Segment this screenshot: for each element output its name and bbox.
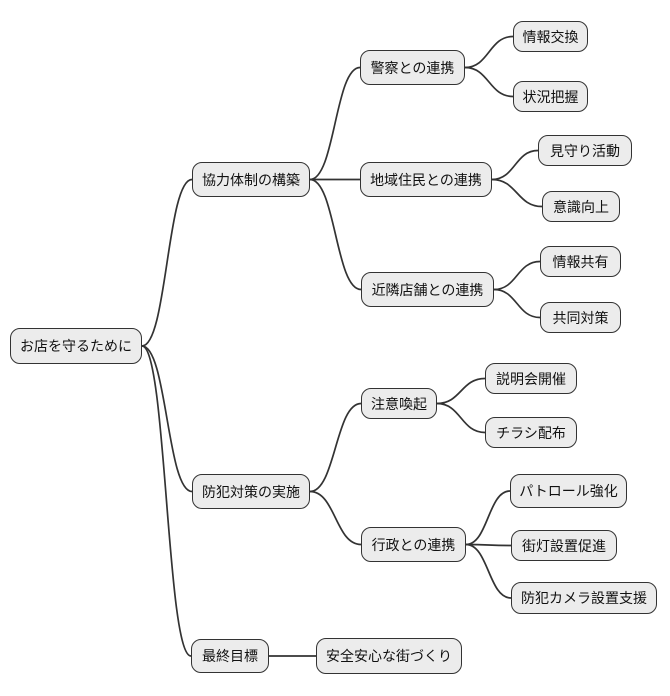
- edge-alert-to-flyer: [436, 402, 486, 434]
- edge-government-to-streetlight: [465, 543, 512, 547]
- edge-crime-prevention-to-government: [309, 490, 362, 546]
- edge-residents-to-watch-activity: [491, 149, 539, 181]
- node-watch-activity: 見守り活動: [538, 135, 632, 166]
- node-patrol-strengthening: パトロール強化: [510, 474, 627, 508]
- node-final-goal: 最終目標: [191, 639, 269, 673]
- node-info-sharing: 情報共有: [540, 246, 621, 277]
- node-neighbor-stores-cooperation: 近隣店舗との連携: [361, 272, 494, 307]
- node-government-cooperation: 行政との連携: [361, 527, 466, 562]
- edge-government-to-camera-support: [465, 543, 512, 599]
- node-police-cooperation: 警察との連携: [360, 50, 465, 85]
- node-residents-cooperation: 地域住民との連携: [360, 162, 492, 197]
- edge-government-to-patrol: [465, 490, 511, 546]
- node-flyer-distribution: チラシ配布: [485, 417, 577, 448]
- node-briefing-session: 説明会開催: [485, 363, 577, 394]
- node-safe-town-building: 安全安心な街づくり: [316, 638, 462, 674]
- edge-root-to-crime-prevention: [141, 345, 193, 493]
- edge-root-to-cooperation-structure: [141, 178, 193, 347]
- node-crime-prevention: 防犯対策の実施: [192, 474, 310, 509]
- edge-root-to-final-goal: [141, 345, 192, 657]
- node-situation-grasp: 状況把握: [513, 81, 588, 112]
- node-streetlight-promotion: 街灯設置促進: [511, 530, 617, 561]
- edge-cooperation-to-police: [309, 66, 361, 181]
- edge-crime-prevention-to-alert: [309, 402, 362, 493]
- edge-alert-to-briefing: [436, 377, 486, 405]
- node-info-exchange: 情報交換: [513, 21, 588, 52]
- node-cooperation-structure: 協力体制の構築: [192, 162, 310, 197]
- node-camera-installation-support: 防犯カメラ設置支援: [511, 582, 657, 614]
- node-root-goal: お店を守るために: [10, 328, 142, 364]
- edge-neighbor-stores-to-info-sharing: [493, 260, 541, 291]
- edge-neighbor-stores-to-joint-measures: [493, 288, 541, 319]
- edge-police-to-info-exchange: [464, 35, 514, 69]
- edge-police-to-situation-grasp: [464, 66, 514, 98]
- node-awareness-up: 意識向上: [542, 191, 620, 222]
- edge-cooperation-to-neighbor-stores: [309, 178, 362, 291]
- edge-residents-to-awareness-up: [491, 178, 543, 208]
- node-joint-measures: 共同対策: [540, 302, 621, 333]
- node-alert: 注意喚起: [361, 388, 437, 419]
